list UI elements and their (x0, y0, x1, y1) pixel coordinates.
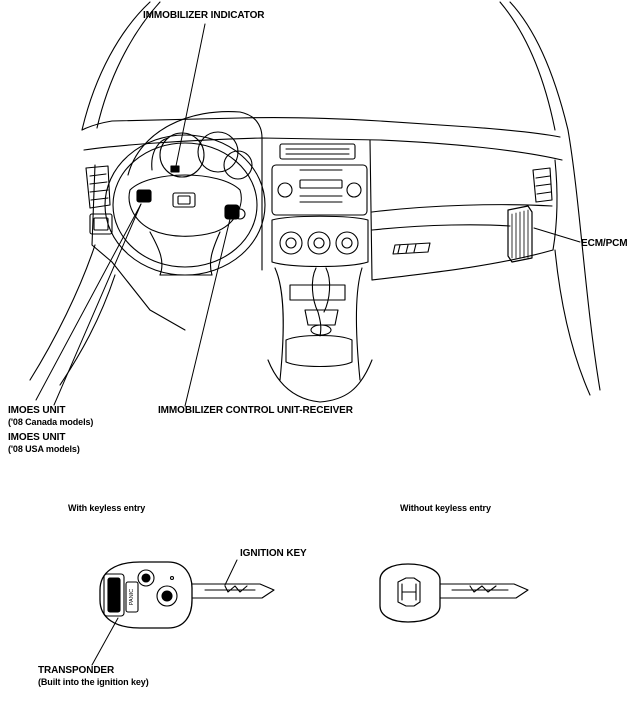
steering-wheel (104, 134, 266, 276)
remote-ignition-key (99, 561, 275, 629)
label-immobilizer-receiver: IMMOBILIZER CONTROL UNIT-RECEIVER (158, 405, 353, 416)
center-console (267, 143, 373, 403)
right-side-vent (392, 167, 553, 255)
label-imoes-unit-usa: IMOES UNIT (8, 432, 66, 443)
panic-button-label: PANIC (129, 589, 135, 605)
windshield-frame (81, 1, 569, 131)
label-imoes-unit-canada-note: ('08 Canada models) (8, 417, 94, 427)
label-imoes-unit-canada: IMOES UNIT (8, 405, 66, 416)
left-side-vent (85, 165, 111, 209)
label-immobilizer-indicator: IMMOBILIZER INDICATOR (143, 10, 265, 21)
label-with-keyless-entry: With keyless entry (68, 503, 146, 513)
immobilizer-indicator-lamp (170, 165, 180, 173)
ecm-pcm-module (507, 205, 533, 263)
dashboard-outline (29, 117, 563, 386)
label-transponder: TRANSPONDER (38, 665, 115, 676)
label-without-keyless-entry: Without keyless entry (400, 503, 491, 513)
meter-cluster (127, 110, 263, 180)
label-ecm-pcm: ECM/PCM (581, 238, 628, 249)
label-imoes-unit-usa-note: ('08 USA models) (8, 444, 80, 454)
right-door-panel (554, 129, 601, 396)
label-transponder-note: (Built into the ignition key) (38, 677, 149, 687)
label-ignition-key: IGNITION KEY (240, 548, 307, 559)
leader-lines (35, 23, 581, 666)
plain-ignition-key (379, 563, 529, 623)
